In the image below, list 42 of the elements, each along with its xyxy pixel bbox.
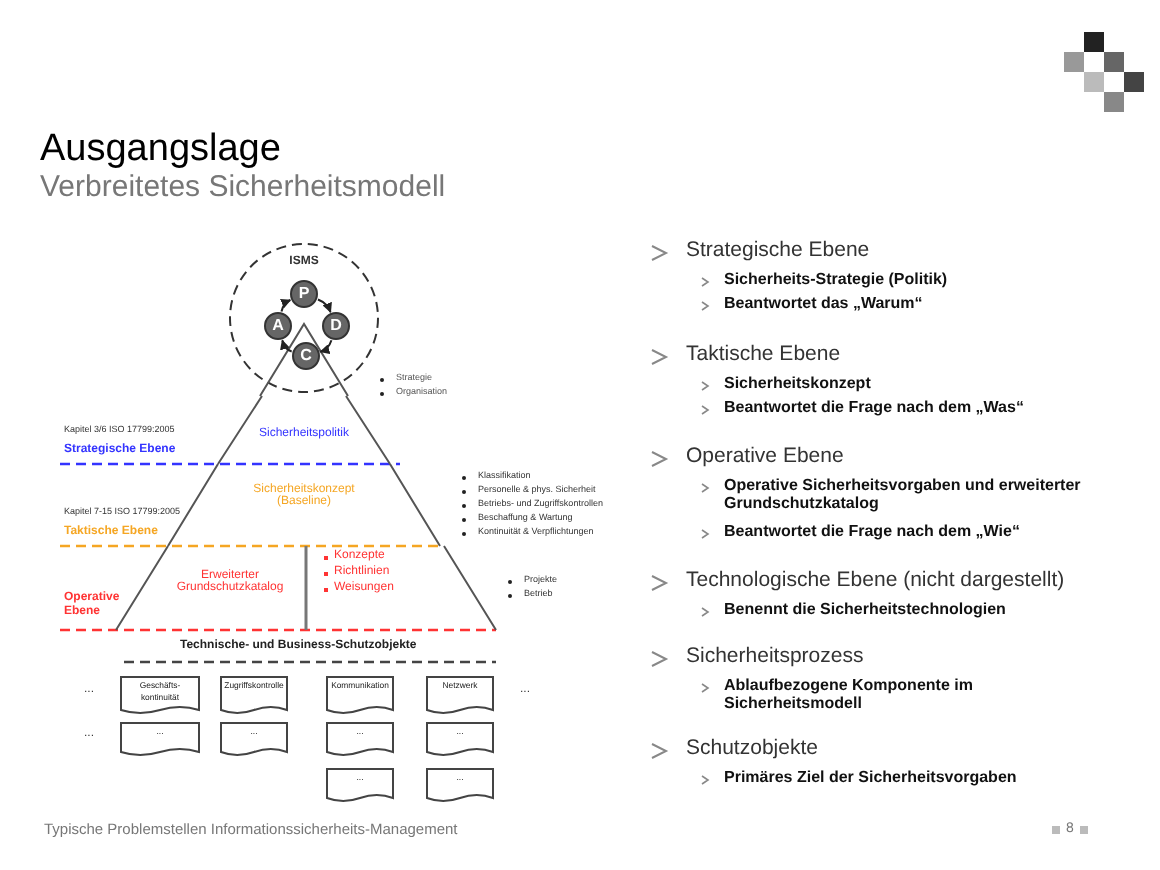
arrow [316,298,332,314]
list-heading: Schutzobjekte [686,738,818,762]
list-item: Beantwortet die Frage nach dem „Wie“ [724,524,1020,542]
arrow [280,339,293,353]
document-shape [426,676,494,716]
list-item: Beantwortet das „Warum“ [724,296,923,314]
document-shape [220,676,288,716]
pyramid-level [116,546,496,630]
list-item: Sicherheitskonzept [724,376,871,394]
list-heading: Technologische Ebene (nicht dargestellt) [686,570,1065,594]
list-heading: Taktische Ebene [686,344,841,368]
arrow [319,339,333,354]
document-shape [326,768,394,804]
list-heading: Strategische Ebene [686,240,870,264]
cycle-step-circle [290,280,318,308]
cycle-step-circle [322,312,350,340]
node-label: D [328,316,344,334]
process-circle [228,242,380,394]
list-item: Primäres Ziel der Sicherheitsvorgaben [724,770,1017,788]
document-shape [120,676,200,716]
list-heading: Sicherheitsprozess [686,646,864,670]
list-item: Operative Sicherheitsvorgaben und erweiterter Grundschutzkatalog [724,478,1083,514]
cycle-step-circle [264,312,292,340]
list-heading: Operative Ebene [686,446,844,470]
document-shape [326,722,394,758]
arrow [280,299,292,313]
slide-title: Ausgangslage [40,128,281,172]
list-item: Benennt die Sicherheitstechnologien [724,602,1006,620]
node-label: P [296,284,312,302]
pyramid-level [218,396,390,464]
document-shape [426,722,494,758]
document-shape [120,722,200,758]
document-shape [220,722,288,758]
list-item: Sicherheits-Strategie (Politik) [724,272,948,290]
node-label: C [298,346,314,364]
list-item: Beantwortet die Frage nach dem „Was“ [724,400,1024,418]
node-label: A [270,316,286,334]
cycle-step-circle [292,342,320,370]
document-shape [326,676,394,716]
subtitle: Verbreitetes Sicherheitsmodell [40,172,446,205]
document-shape [426,768,494,804]
list-item: Ablaufbezogene Komponente im Sicherheitsmodell [724,678,975,714]
